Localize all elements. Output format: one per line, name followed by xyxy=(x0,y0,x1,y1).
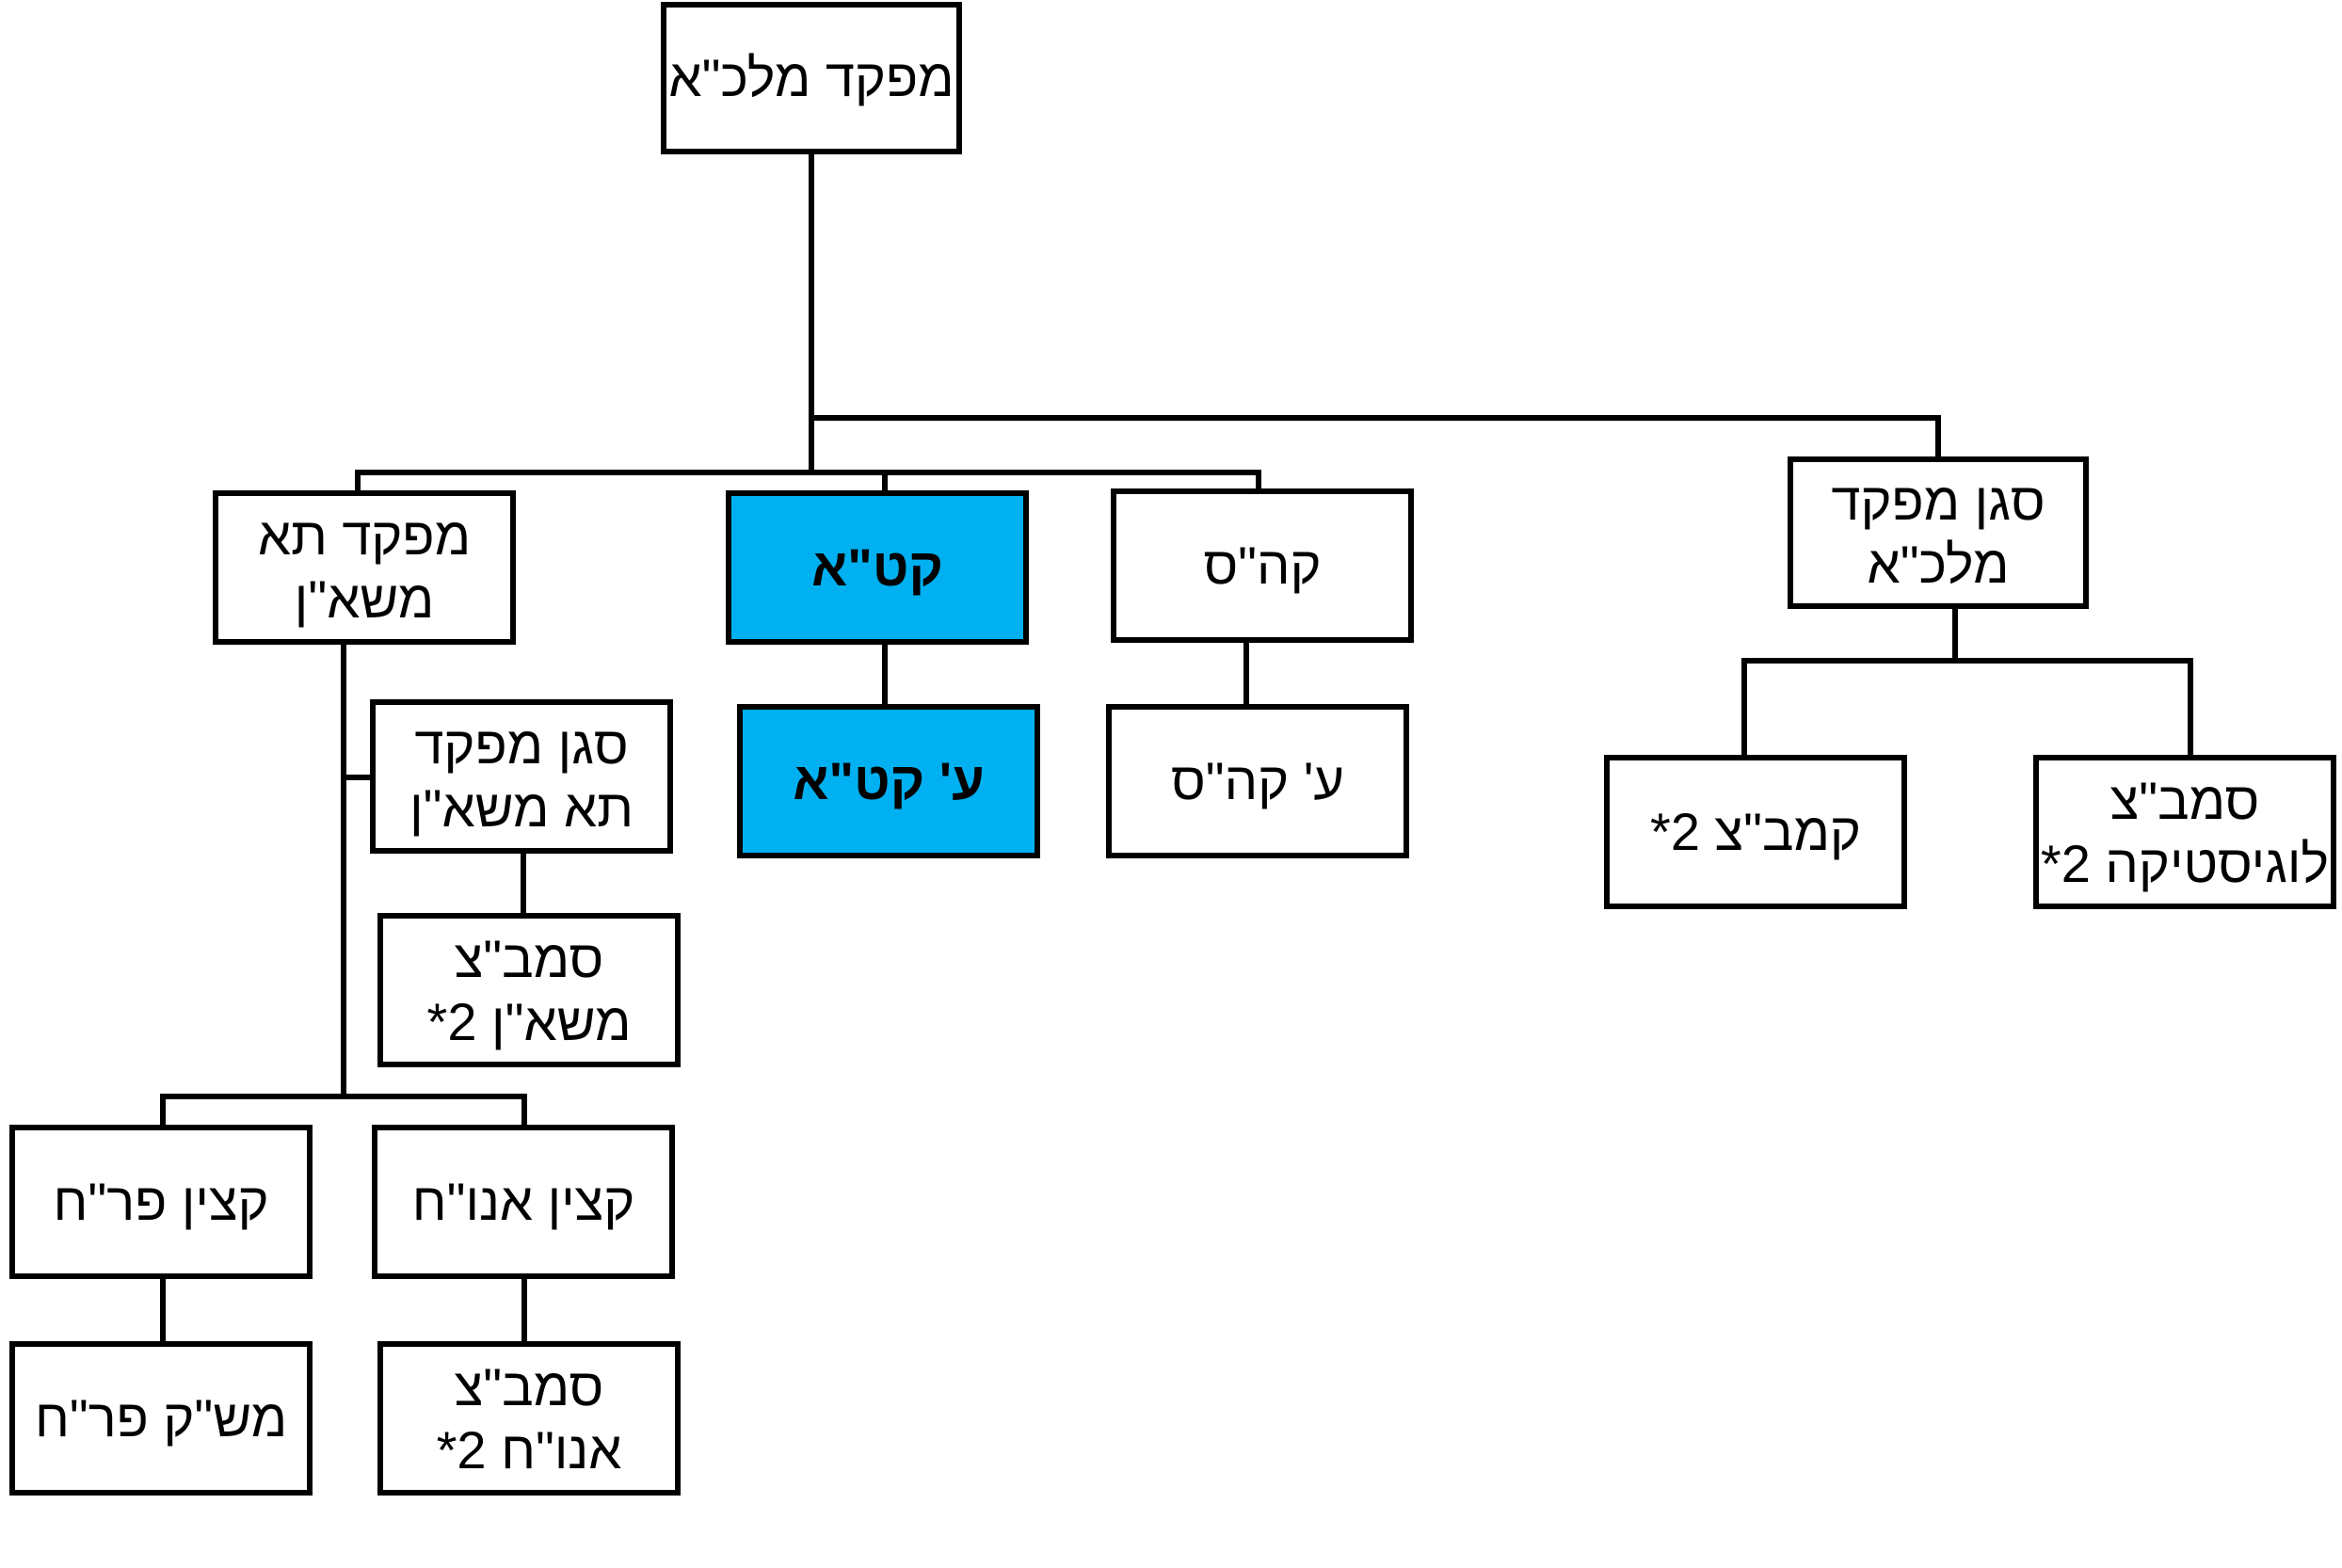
katash-box: קט"א xyxy=(726,490,1029,645)
katash-assistant-box: ע' קט"א xyxy=(737,704,1040,858)
nco-anu-box: סמב"צ אנו"ח 2* xyxy=(377,1341,681,1496)
commander-box: מפקד מלכ"א xyxy=(661,2,962,154)
connector xyxy=(160,1094,527,1128)
deputy-commander-box: סגן מפקד מלכ"א xyxy=(1788,456,2089,609)
connector xyxy=(1741,658,2193,758)
cell-deputy-box: סגן מפקד תא משא"ן xyxy=(370,699,673,854)
kambatz-box: קמב"צ 2* xyxy=(1604,755,1907,909)
cell-commander-box: מפקד תא משא"ן xyxy=(213,490,516,645)
connector xyxy=(355,470,1261,493)
nco-hr-box: סמב"צ משא"ן 2* xyxy=(377,913,681,1067)
nco-logistics-box: סמב"צ לוגיסטיקה 2* xyxy=(2033,755,2336,909)
officer-anu-box: קצין אנו"ח xyxy=(372,1125,675,1279)
connector xyxy=(811,415,1941,456)
nco-pr-box: מש"ק פר"ח xyxy=(9,1341,313,1496)
officer-pr-box: קצין פר"ח xyxy=(9,1125,313,1279)
kahas-box: קה"ס xyxy=(1111,488,1414,643)
kahas-assistant-box: ע' קה"ס xyxy=(1106,704,1409,858)
